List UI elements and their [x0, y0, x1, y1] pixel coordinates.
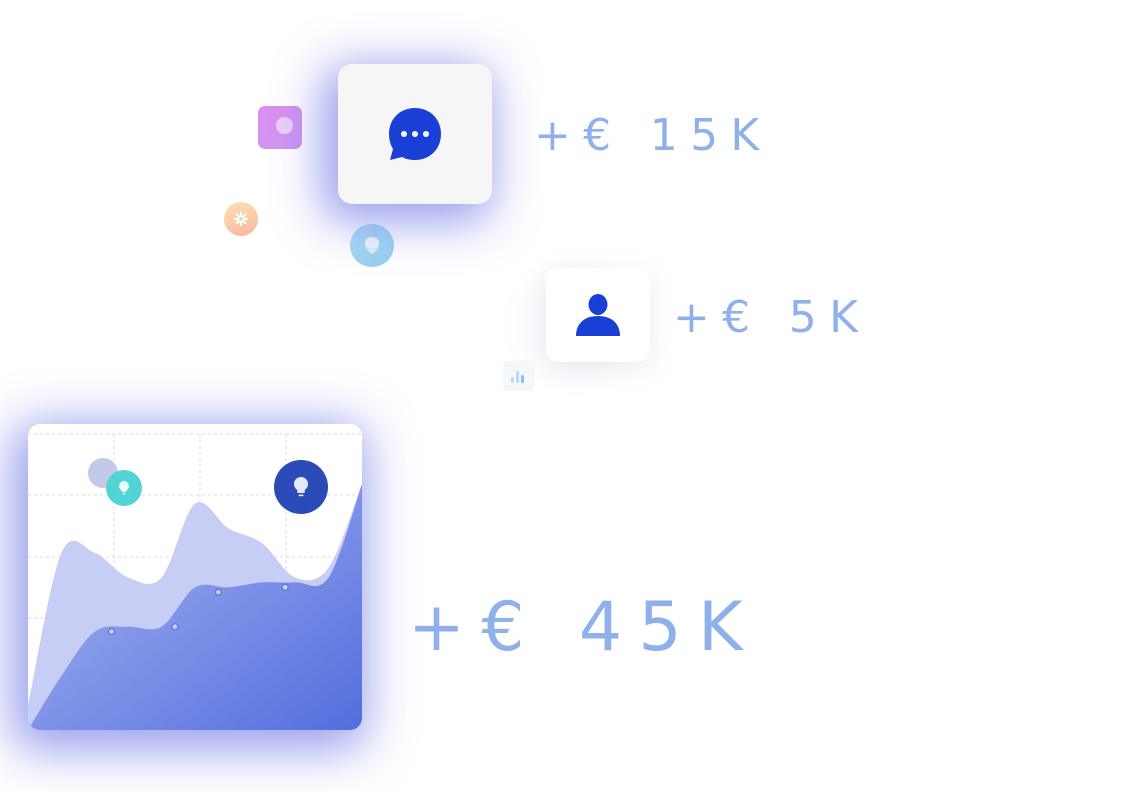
user-card: [546, 268, 650, 362]
user-icon: [576, 294, 620, 336]
amount-bottom: +€ 45K: [408, 588, 759, 667]
purple-tile-icon: [258, 106, 302, 149]
amount-top: +€ 15K: [534, 110, 772, 161]
lightbulb-icon: [106, 470, 142, 506]
chart-marker-point: [107, 628, 116, 636]
bar-chart-icon: [503, 361, 534, 391]
lightbulb-icon: [274, 460, 328, 514]
chart-markers: [107, 583, 289, 636]
amount-middle: +€ 5K: [673, 292, 871, 343]
chat-bubble-dots-icon: [389, 108, 441, 160]
chart-marker-point: [214, 588, 222, 596]
shield-icon: [350, 224, 394, 267]
chart-marker-point: [281, 583, 289, 591]
chat-card: [338, 64, 492, 204]
chart-marker-point: [171, 623, 179, 631]
gear-icon: [224, 202, 258, 236]
chart-area-front-series: [28, 484, 362, 730]
